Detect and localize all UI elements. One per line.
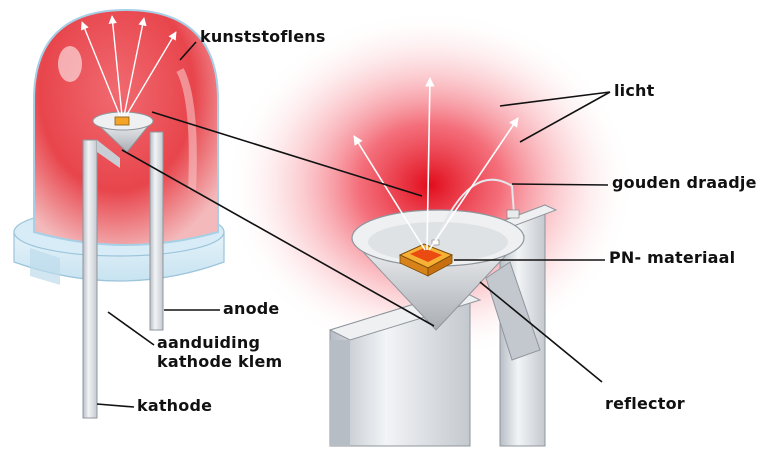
label-licht: licht [614, 82, 655, 100]
label-kathode: kathode [137, 397, 212, 415]
leader-kathode [97, 404, 134, 407]
leader-gouden-draadje [512, 184, 608, 185]
cathode-leg [83, 140, 97, 418]
label-aanduiding-line1: aanduiding [157, 334, 260, 352]
label-reflector: reflector [605, 395, 685, 413]
leader-aanduiding [108, 312, 154, 345]
small-chip [115, 117, 129, 125]
label-kunststoflens: kunststoflens [200, 28, 326, 46]
label-gouden-draadje: gouden draadje [612, 174, 757, 192]
label-anode: anode [223, 300, 279, 318]
anode-leg [150, 132, 163, 330]
label-pn-materiaal: PN- materiaal [609, 249, 735, 267]
label-aanduiding-line2: kathode klem [157, 353, 282, 371]
